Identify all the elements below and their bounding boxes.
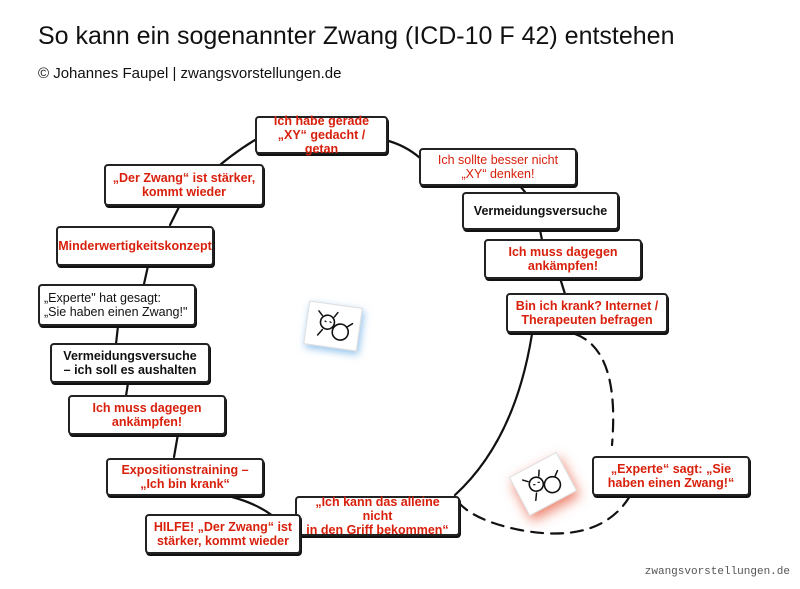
node-expositionstraining: Expositionstraining – „Ich bin krank“: [106, 458, 264, 496]
node-experte-sagt: „Experte“ sagt: „Sie haben einen Zwang!“: [592, 456, 750, 496]
connector-n4-n5: [558, 276, 567, 296]
connector-n6-n7-dashed: [453, 494, 632, 535]
connector-n5-n7: [453, 332, 534, 497]
connector-n14-n13: [168, 203, 182, 227]
cartoon-figure-card-blue-icon: [303, 300, 363, 352]
node-dagegen-ankaempfen-2: Ich muss dagegen ankämpfen!: [68, 395, 226, 435]
copyright-line: © Johannes Faupel | zwangsvorstellungen.…: [38, 65, 342, 82]
connector-n13-n12: [142, 264, 150, 286]
connector-n12-n11: [114, 324, 120, 346]
node-vermeidungsversuche: Vermeidungsversuche: [462, 192, 619, 230]
node-gedacht-getan: Ich habe gerade „XY“ gedacht / getan: [255, 114, 388, 156]
node-experte-hat-gesagt: „Experte" hat gesagt: „Sie haben einen Z…: [38, 284, 196, 326]
connector-n5-n6-dashed: [573, 332, 615, 447]
connector-n2-n3: [518, 184, 527, 194]
connector-n3-n4: [538, 228, 544, 242]
page-title: So kann ein sogenannter Zwang (ICD-10 F …: [38, 22, 675, 50]
node-hilfe-zwang: HILFE! „Der Zwang“ ist stärker, kommt wi…: [145, 514, 301, 554]
footer-watermark: zwangsvorstellungen.de: [644, 566, 790, 578]
node-vermeidung-aushalten: Vermeidungsversuche – ich soll es aushal…: [50, 343, 210, 383]
node-minderwertigkeitskonzept: Minderwertigkeitskonzept: [56, 226, 214, 266]
connector-n11-n10: [124, 381, 130, 398]
cartoon-figure-card-red-icon: [508, 451, 578, 517]
node-dagegen-ankaempfen-1: Ich muss dagegen ankämpfen!: [484, 239, 642, 279]
connector-n1-n2: [383, 138, 422, 160]
node-besser-nicht-denken: Ich sollte besser nicht „XY“ denken!: [419, 148, 577, 186]
node-zwang-staerker: „Der Zwang“ ist stärker, kommt wieder: [104, 164, 264, 206]
connector-n10-n9: [172, 432, 180, 459]
node-alleine-nicht: „Ich kann das alleine nicht in den Griff…: [295, 495, 460, 537]
node-krank-befragen: Bin ich krank? Internet / Therapeuten be…: [506, 293, 668, 333]
